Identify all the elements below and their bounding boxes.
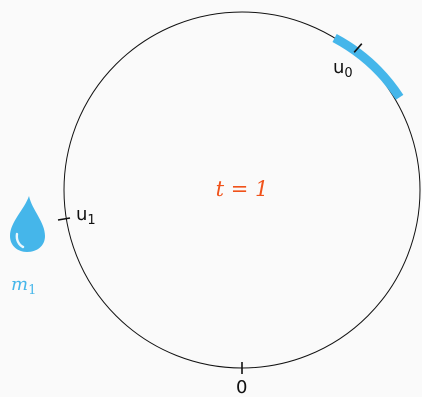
label-zero: 0 (236, 377, 247, 397)
tick-u1 (57, 217, 71, 221)
water-drop-icon (10, 196, 45, 252)
time-label: t = 1 (216, 177, 269, 201)
mass-label: m1 (11, 274, 36, 298)
highlight-arc (332, 34, 404, 100)
label-u1: u1 (76, 204, 96, 228)
label-u0: u0 (333, 57, 353, 81)
tick-u0 (353, 43, 363, 53)
